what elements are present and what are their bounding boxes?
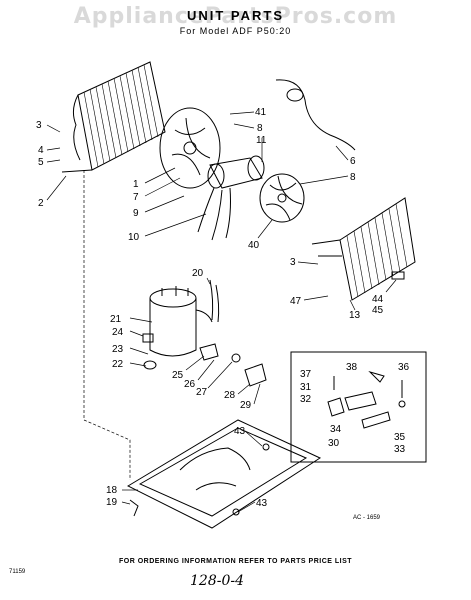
callout-37: 37	[300, 369, 312, 380]
watermark: AppliancePartsPros.com	[73, 4, 398, 29]
leader-lines	[46, 111, 397, 513]
callout-3: 3	[36, 120, 42, 131]
callout-21: 21	[110, 314, 122, 325]
callout-9: 9	[133, 208, 139, 219]
drawing-reference: AC - 1659	[353, 515, 381, 521]
callout-31: 31	[300, 382, 312, 393]
page-title: UNIT PARTS	[186, 8, 285, 23]
callout-33: 33	[394, 444, 406, 455]
callout-25: 25	[172, 370, 184, 381]
condenser-coil	[311, 197, 416, 301]
callout-26: 26	[184, 379, 196, 390]
overload-wires	[209, 279, 220, 323]
callout-13: 13	[349, 310, 361, 321]
callout-4: 4	[38, 145, 44, 156]
callout-40: 40	[248, 240, 260, 251]
callout-5: 5	[38, 157, 44, 168]
callout-8-lower: 8	[350, 172, 356, 183]
evaporator-coil	[61, 61, 166, 173]
callout-47: 47	[290, 296, 302, 307]
callout-22: 22	[112, 359, 124, 370]
compressor	[149, 286, 213, 357]
callout-10: 10	[128, 232, 140, 243]
callout-45: 45	[372, 305, 384, 316]
assembly-guide-line	[83, 170, 131, 480]
callout-18: 18	[106, 485, 118, 496]
callout-38: 38	[346, 362, 358, 373]
callout-7: 7	[133, 192, 139, 203]
callout-2: 2	[38, 198, 44, 209]
callout-1: 1	[133, 179, 139, 190]
ordering-info-footer: FOR ORDERING INFORMATION REFER TO PARTS …	[118, 558, 353, 565]
condenser-fan	[259, 173, 305, 223]
control-inset	[290, 351, 427, 463]
callout-29: 29	[240, 400, 252, 411]
compressor-hardware	[142, 333, 267, 387]
document-reference: 71159	[9, 569, 26, 575]
callout-3-right: 3	[290, 257, 296, 268]
callout-43-upper: 43	[234, 426, 246, 437]
callout-28: 28	[224, 390, 236, 401]
callout-43-lower: 43	[256, 498, 268, 509]
callout-11: 11	[256, 135, 267, 146]
callout-8-upper: 8	[257, 123, 263, 134]
callout-24: 24	[112, 327, 124, 338]
base-pan	[126, 419, 322, 529]
callout-23: 23	[112, 344, 124, 355]
callout-27: 27	[196, 387, 208, 398]
callout-6: 6	[350, 156, 356, 167]
callout-44: 44	[372, 294, 384, 305]
fan-motor	[197, 155, 265, 241]
capillary-tube	[275, 79, 356, 151]
callout-35: 35	[394, 432, 406, 443]
callout-19: 19	[106, 497, 118, 508]
callout-labels: 3 4 5 2 1 7 9 10 41 8 11 6 8 40 3 47 13 …	[36, 107, 410, 509]
callout-41: 41	[255, 107, 267, 118]
callout-20: 20	[192, 268, 204, 279]
callout-30: 30	[328, 438, 340, 449]
callout-36: 36	[398, 362, 410, 373]
callout-34: 34	[330, 424, 342, 435]
model-subtitle: For Model ADF P50:20	[179, 26, 292, 36]
callout-32: 32	[300, 394, 312, 405]
blower-wheel	[159, 107, 221, 189]
handwritten-note: 128-0-4	[190, 573, 244, 589]
